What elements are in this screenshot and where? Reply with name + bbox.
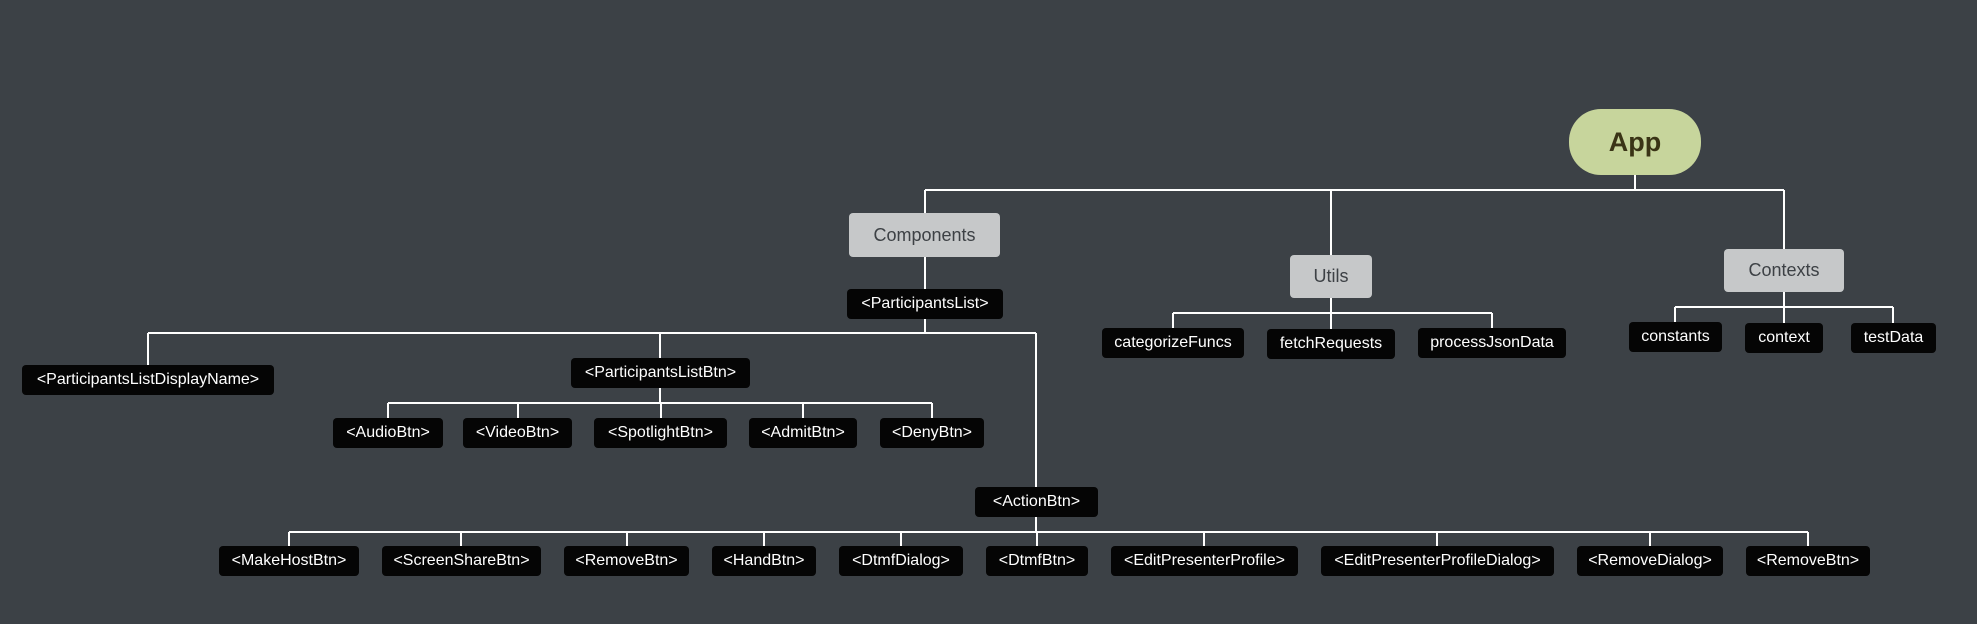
action-btn-node[interactable]: <ActionBtn> <box>975 487 1098 517</box>
test-data-node[interactable]: testData <box>1851 323 1936 353</box>
categorize-funcs-node[interactable]: categorizeFuncs <box>1102 328 1244 358</box>
remove-btn-1-node[interactable]: <RemoveBtn> <box>564 546 689 576</box>
hand-btn-node[interactable]: <HandBtn> <box>712 546 816 576</box>
process-json-data-node[interactable]: processJsonData <box>1418 328 1566 358</box>
context-node[interactable]: context <box>1745 323 1823 353</box>
components-node[interactable]: Components <box>849 213 1000 257</box>
app-node[interactable]: App <box>1569 109 1701 175</box>
contexts-node[interactable]: Contexts <box>1724 249 1844 292</box>
video-btn-node[interactable]: <VideoBtn> <box>463 418 572 448</box>
make-host-btn-node[interactable]: <MakeHostBtn> <box>219 546 359 576</box>
fetch-requests-node[interactable]: fetchRequests <box>1267 329 1395 359</box>
remove-btn-2-node[interactable]: <RemoveBtn> <box>1746 546 1870 576</box>
constants-node[interactable]: constants <box>1629 322 1722 352</box>
audio-btn-node[interactable]: <AudioBtn> <box>333 418 443 448</box>
dtmf-btn-node[interactable]: <DtmfBtn> <box>986 546 1088 576</box>
remove-dialog-node[interactable]: <RemoveDialog> <box>1577 546 1723 576</box>
dtmf-dialog-node[interactable]: <DtmfDialog> <box>839 546 963 576</box>
screen-share-btn-node[interactable]: <ScreenShareBtn> <box>382 546 541 576</box>
spotlight-btn-node[interactable]: <SpotlightBtn> <box>594 418 727 448</box>
deny-btn-node[interactable]: <DenyBtn> <box>880 418 984 448</box>
participants-list-node[interactable]: <ParticipantsList> <box>847 289 1003 319</box>
edit-presenter-profile-dialog-node[interactable]: <EditPresenterProfileDialog> <box>1321 546 1554 576</box>
admit-btn-node[interactable]: <AdmitBtn> <box>749 418 857 448</box>
participants-list-display-name-node[interactable]: <ParticipantsListDisplayName> <box>22 365 274 395</box>
participants-list-btn-node[interactable]: <ParticipantsListBtn> <box>571 358 750 388</box>
utils-node[interactable]: Utils <box>1290 255 1372 298</box>
edit-presenter-profile-node[interactable]: <EditPresenterProfile> <box>1111 546 1298 576</box>
